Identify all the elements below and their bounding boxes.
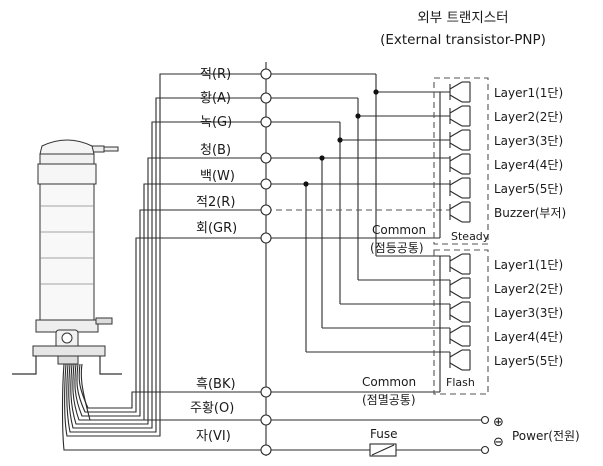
steady-layer5: Layer5(5단) <box>494 182 563 196</box>
wire-label-orange: 주황(O) <box>190 401 234 416</box>
wire-label-blue: 청(B) <box>200 143 231 158</box>
fuse-label: Fuse <box>370 427 398 441</box>
flash-layer4: Layer4(4단) <box>494 330 563 344</box>
wire-label-gray: 회(GR) <box>196 221 237 236</box>
junction-terminals <box>260 68 272 456</box>
flash-box-label: Flash <box>446 376 475 389</box>
steady-layer1: Layer1(1단) <box>494 86 563 100</box>
transistor-icons <box>449 81 471 371</box>
wire-label-white: 백(W) <box>200 169 235 184</box>
cable-bundle <box>61 73 266 451</box>
signal-wires <box>266 73 482 451</box>
flash-layer2: Layer2(2단) <box>494 282 563 296</box>
signal-tower-icon <box>12 139 122 375</box>
flash-box <box>433 249 489 395</box>
flash-layer1: Layer1(1단) <box>494 258 563 272</box>
power-label: Power(전원) <box>512 429 580 443</box>
power-minus-terminal <box>480 445 490 455</box>
steady-common-label: Common <box>372 223 426 237</box>
flash-layer3: Layer3(3단) <box>494 306 563 320</box>
wire-label-red2: 적2(R) <box>196 195 235 210</box>
steady-common-ko-label: (점등공통) <box>370 241 424 255</box>
header-line1: 외부 트랜지스터 <box>417 10 508 26</box>
header-line2: (External transistor-PNP) <box>380 32 546 48</box>
steady-box <box>433 77 489 245</box>
steady-buzzer: Buzzer(부저) <box>494 206 566 220</box>
flash-common-ko-label: (점멸공통) <box>362 393 416 407</box>
wire-label-amber: 황(A) <box>200 91 231 106</box>
wire-label-black: 흑(BK) <box>196 377 236 392</box>
steady-layer2: Layer2(2단) <box>494 110 563 124</box>
steady-box-label: Steady <box>451 230 490 243</box>
wire-label-red: 적(R) <box>200 67 231 82</box>
wire-label-green: 녹(G) <box>200 115 232 130</box>
flash-layer5: Layer5(5단) <box>494 354 563 368</box>
power-plus-icon: ⊕ <box>493 415 504 430</box>
steady-layer4: Layer4(4단) <box>494 158 563 172</box>
fuse-element <box>371 444 395 456</box>
wire-label-violet: 자(VI) <box>196 429 231 444</box>
steady-layer3: Layer3(3단) <box>494 134 563 148</box>
flash-common-label: Common <box>362 375 416 389</box>
power-plus-terminal <box>480 415 490 425</box>
power-minus-icon: ⊖ <box>493 435 504 450</box>
branch-dots <box>303 89 379 187</box>
